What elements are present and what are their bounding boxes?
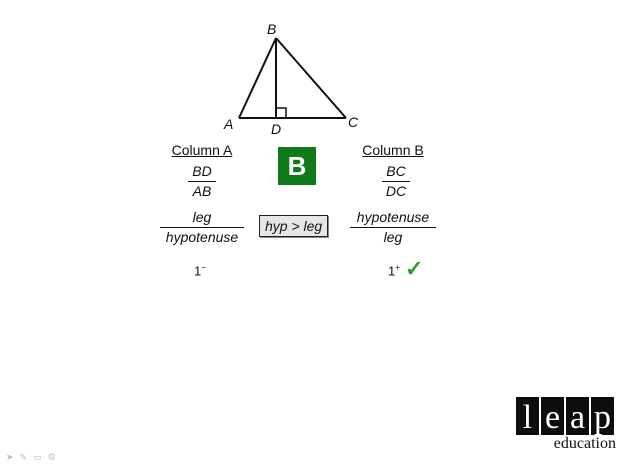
logo-letter: a (566, 397, 589, 435)
logo-letter: p (591, 397, 614, 435)
fraction-numerator: BD (192, 163, 212, 179)
column-b-fraction-1: BC DC (374, 163, 418, 200)
fraction-numerator: hypotenuse (356, 209, 430, 225)
fraction-numerator: leg (192, 209, 212, 225)
column-b-header: Column B (362, 142, 424, 158)
logo-letters: l e a p (516, 397, 616, 435)
fraction-denominator: leg (383, 229, 403, 245)
logo-letter: l (516, 397, 539, 435)
fraction-denominator: DC (385, 183, 407, 199)
pen-icon[interactable]: ✎ (19, 452, 28, 462)
vertex-label-b: B (267, 21, 277, 37)
leap-education-logo: l e a p education (516, 397, 616, 453)
vertex-label-a: A (224, 116, 234, 132)
logo-letter: e (541, 397, 564, 435)
fraction-denominator: hypotenuse (165, 229, 239, 245)
vertex-label-d: D (271, 121, 282, 137)
fraction-numerator: BC (386, 163, 406, 179)
column-b-fraction-2: hypotenuse leg (347, 209, 439, 246)
column-a-value: 1− (194, 263, 206, 279)
column-b-value: 1+ (388, 263, 400, 279)
screen-icon[interactable]: ▭ (33, 452, 42, 462)
settings-icon[interactable]: ⚙ (47, 452, 56, 462)
column-a-fraction-1: BD AB (180, 163, 224, 200)
side-bc (275, 37, 347, 119)
column-a-fraction-2: leg hypotenuse (157, 209, 247, 246)
logo-subtitle: education (553, 435, 616, 452)
presentation-controls[interactable]: ➤ ✎ ▭ ⚙ (6, 452, 56, 463)
triangle-diagram (238, 37, 347, 119)
checkmark-icon: ✓ (405, 256, 424, 281)
vertex-label-c: C (348, 114, 359, 130)
fraction-denominator: AB (192, 183, 212, 199)
side-ab (238, 37, 277, 119)
column-a-header: Column A (171, 142, 233, 158)
comparison-box: hyp > leg (259, 215, 329, 237)
pointer-icon[interactable]: ➤ (6, 452, 14, 462)
answer-box: B (278, 147, 316, 185)
right-angle-marker (276, 107, 287, 118)
